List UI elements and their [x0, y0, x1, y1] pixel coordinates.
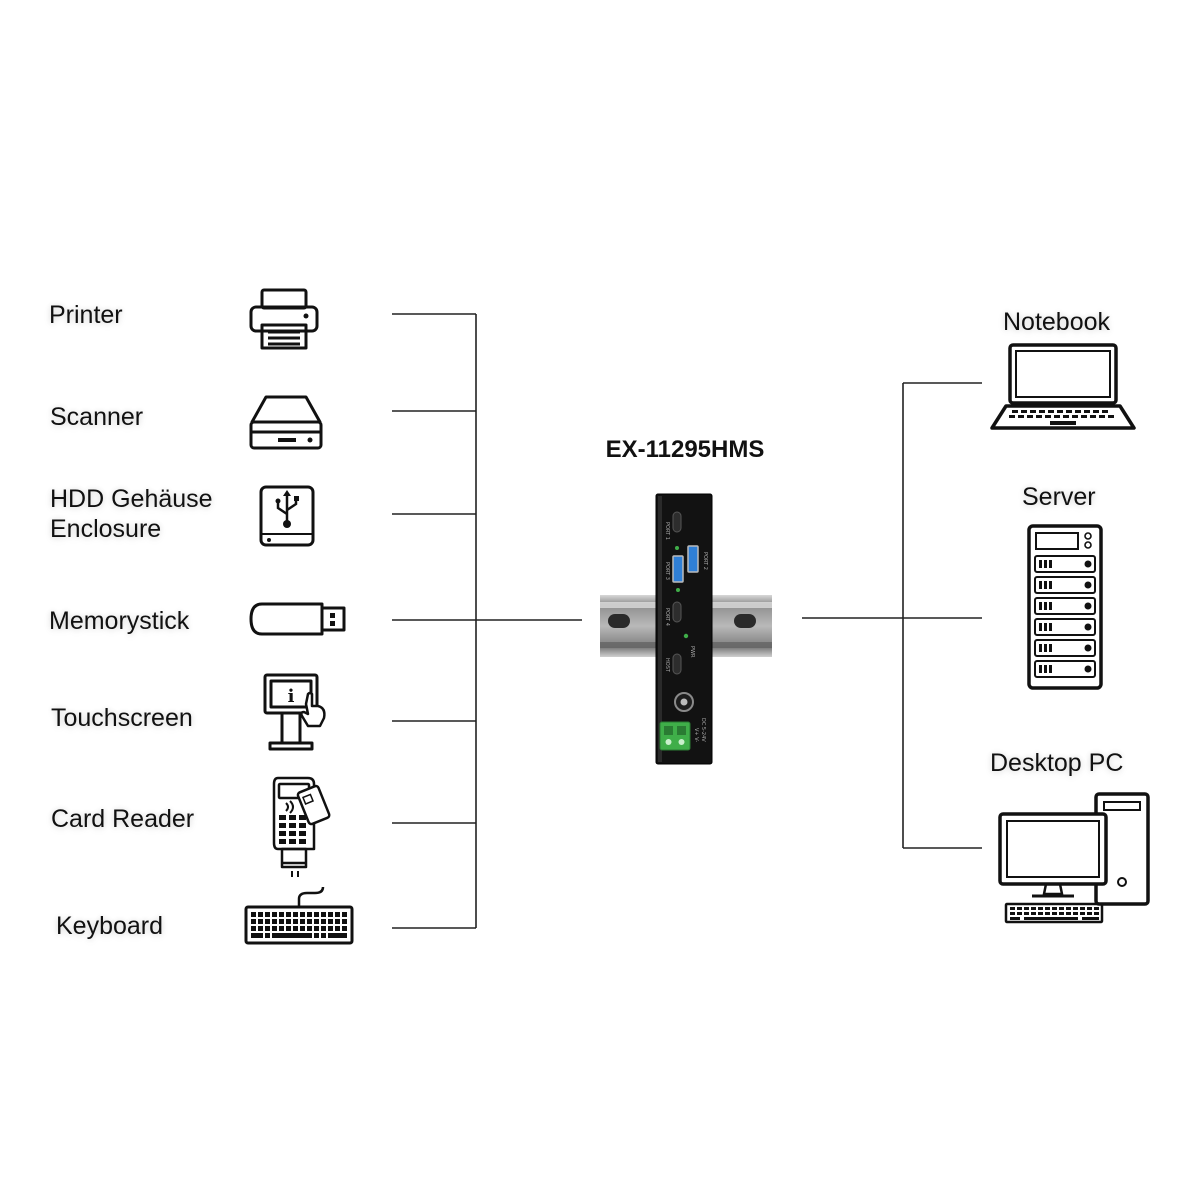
- label-touchscreen: Touchscreen: [51, 704, 193, 732]
- label-scanner: Scanner: [50, 403, 144, 431]
- port2-label: PORT 2: [702, 552, 708, 570]
- usb-hub-device: PORT 1 PORT 3 PORT 2 PORT 4 PWR HOST DC …: [600, 493, 772, 765]
- touchscreen-kiosk-icon: i: [263, 673, 326, 751]
- card-reader-icon: [272, 776, 331, 877]
- pwr-label: PWR: [689, 646, 695, 658]
- svg-text:i: i: [288, 686, 295, 707]
- server-icon: [1027, 524, 1103, 690]
- host-label: HOST: [664, 658, 670, 673]
- label-memorystick: Memorystick: [49, 607, 190, 635]
- label-printer: Printer: [49, 301, 123, 329]
- keyboard-icon: [244, 886, 354, 945]
- port1-label: PORT 1: [664, 522, 670, 540]
- desktop-pc-icon: [998, 792, 1150, 924]
- label-hdd: HDD Gehäuse Enclosure: [50, 485, 213, 543]
- label-desktop-pc: Desktop PC: [990, 749, 1124, 777]
- dc-label: DC 5-24V: [700, 718, 706, 742]
- printer-icon: [249, 288, 319, 350]
- notebook-icon: [990, 343, 1136, 430]
- scanner-icon: [249, 395, 323, 450]
- label-card-reader: Card Reader: [51, 805, 195, 833]
- hdd-enclosure-icon: [259, 485, 315, 547]
- terminal-label: V+ V-: [693, 728, 699, 742]
- label-keyboard: Keyboard: [56, 912, 164, 940]
- label-notebook: Notebook: [1003, 308, 1111, 336]
- usb-a-port-3: [672, 555, 684, 583]
- usb-a-port-2: [687, 545, 699, 573]
- usb-stick-icon: [249, 602, 346, 636]
- label-server: Server: [1022, 483, 1096, 511]
- port4-label: PORT 4: [664, 608, 670, 626]
- port3-label: PORT 3: [664, 562, 670, 580]
- device-model-title: EX-11295HMS: [605, 436, 765, 463]
